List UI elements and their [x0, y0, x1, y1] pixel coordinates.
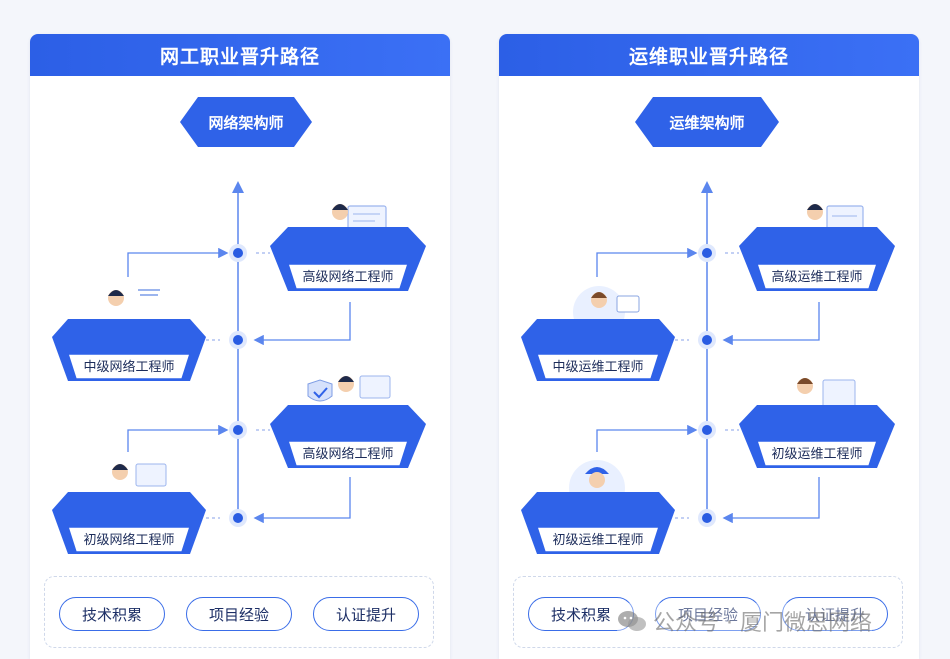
connector-junior-to-senior [127, 424, 229, 452]
connector-junior-b-return [722, 477, 820, 524]
connector-mid-to-senior [596, 247, 698, 277]
role-label: 初级运维工程师 [552, 533, 643, 548]
tech-accumulation-button[interactable]: 技术积累 [59, 597, 165, 631]
spine-dot [229, 509, 247, 527]
spine-dot [698, 421, 716, 439]
spine-dot [698, 244, 716, 262]
spine-dot [698, 331, 716, 349]
role-node-junior: 初级网络工程师 [52, 463, 206, 554]
panel-title: 运维职业晋升路径 [499, 34, 919, 76]
spine-dot [229, 331, 247, 349]
connector-senior-return [722, 302, 820, 346]
panel-title: 网工职业晋升路径 [30, 34, 450, 76]
top-role-label: 运维架构师 [669, 114, 744, 132]
career-flow-diagram: 网络架构师 高级网络工程师 [52, 97, 426, 554]
panel-network-path: 网工职业晋升路径 网络架构师 [30, 34, 450, 659]
spine-dot [229, 244, 247, 262]
role-label: 中级运维工程师 [552, 360, 643, 375]
watermark: 公众号 · 厦门微思网络 [617, 603, 872, 639]
spine-dot [698, 509, 716, 527]
panel-ops-path: 运维职业晋升路径 运维架构师 [499, 34, 919, 659]
connector-junior-to-next [596, 424, 698, 452]
spine-dot [229, 421, 247, 439]
role-label: 高级运维工程师 [771, 269, 862, 285]
top-role-node: 运维架构师 [635, 97, 779, 147]
certification-button[interactable]: 认证提升 [313, 597, 419, 631]
role-node-senior-b: 高级网络工程师 [270, 375, 426, 468]
connector-mid-to-senior [127, 247, 229, 277]
role-node-senior-a: 高级网络工程师 [270, 204, 426, 291]
career-flow-diagram: 运维架构师 高级运维工程师 [521, 97, 895, 554]
role-node-mid: 中级网络工程师 [52, 289, 206, 381]
role-label: 高级网络工程师 [302, 446, 393, 462]
role-node-senior-a: 高级运维工程师 [739, 204, 895, 291]
wechat-icon [618, 611, 646, 631]
role-label: 高级网络工程师 [302, 269, 393, 285]
role-node-junior-upper: 初级运维工程师 [739, 378, 895, 468]
role-node-mid: 中级运维工程师 [521, 286, 675, 381]
role-label: 初级网络工程师 [83, 532, 174, 548]
certification-button[interactable]: 认证提升 [782, 597, 888, 631]
tech-accumulation-button[interactable]: 技术积累 [528, 597, 634, 631]
project-experience-button[interactable]: 项目经验 [186, 597, 292, 631]
watermark-text: 公众号 · 厦门微思网络 [653, 611, 872, 636]
top-role-label: 网络架构师 [208, 114, 283, 132]
connector-senior-return [253, 302, 351, 346]
role-label: 初级运维工程师 [771, 447, 862, 462]
role-label: 中级网络工程师 [83, 359, 174, 375]
connector-senior-b-return [253, 477, 351, 524]
action-group: 技术积累 项目经验 认证提升 [44, 576, 434, 648]
action-group: 技术积累 项目经验 认证提升 [513, 576, 903, 648]
project-experience-button[interactable]: 项目经验 [655, 597, 761, 631]
top-role-node: 网络架构师 [180, 97, 312, 147]
role-node-junior: 初级运维工程师 [521, 460, 675, 554]
